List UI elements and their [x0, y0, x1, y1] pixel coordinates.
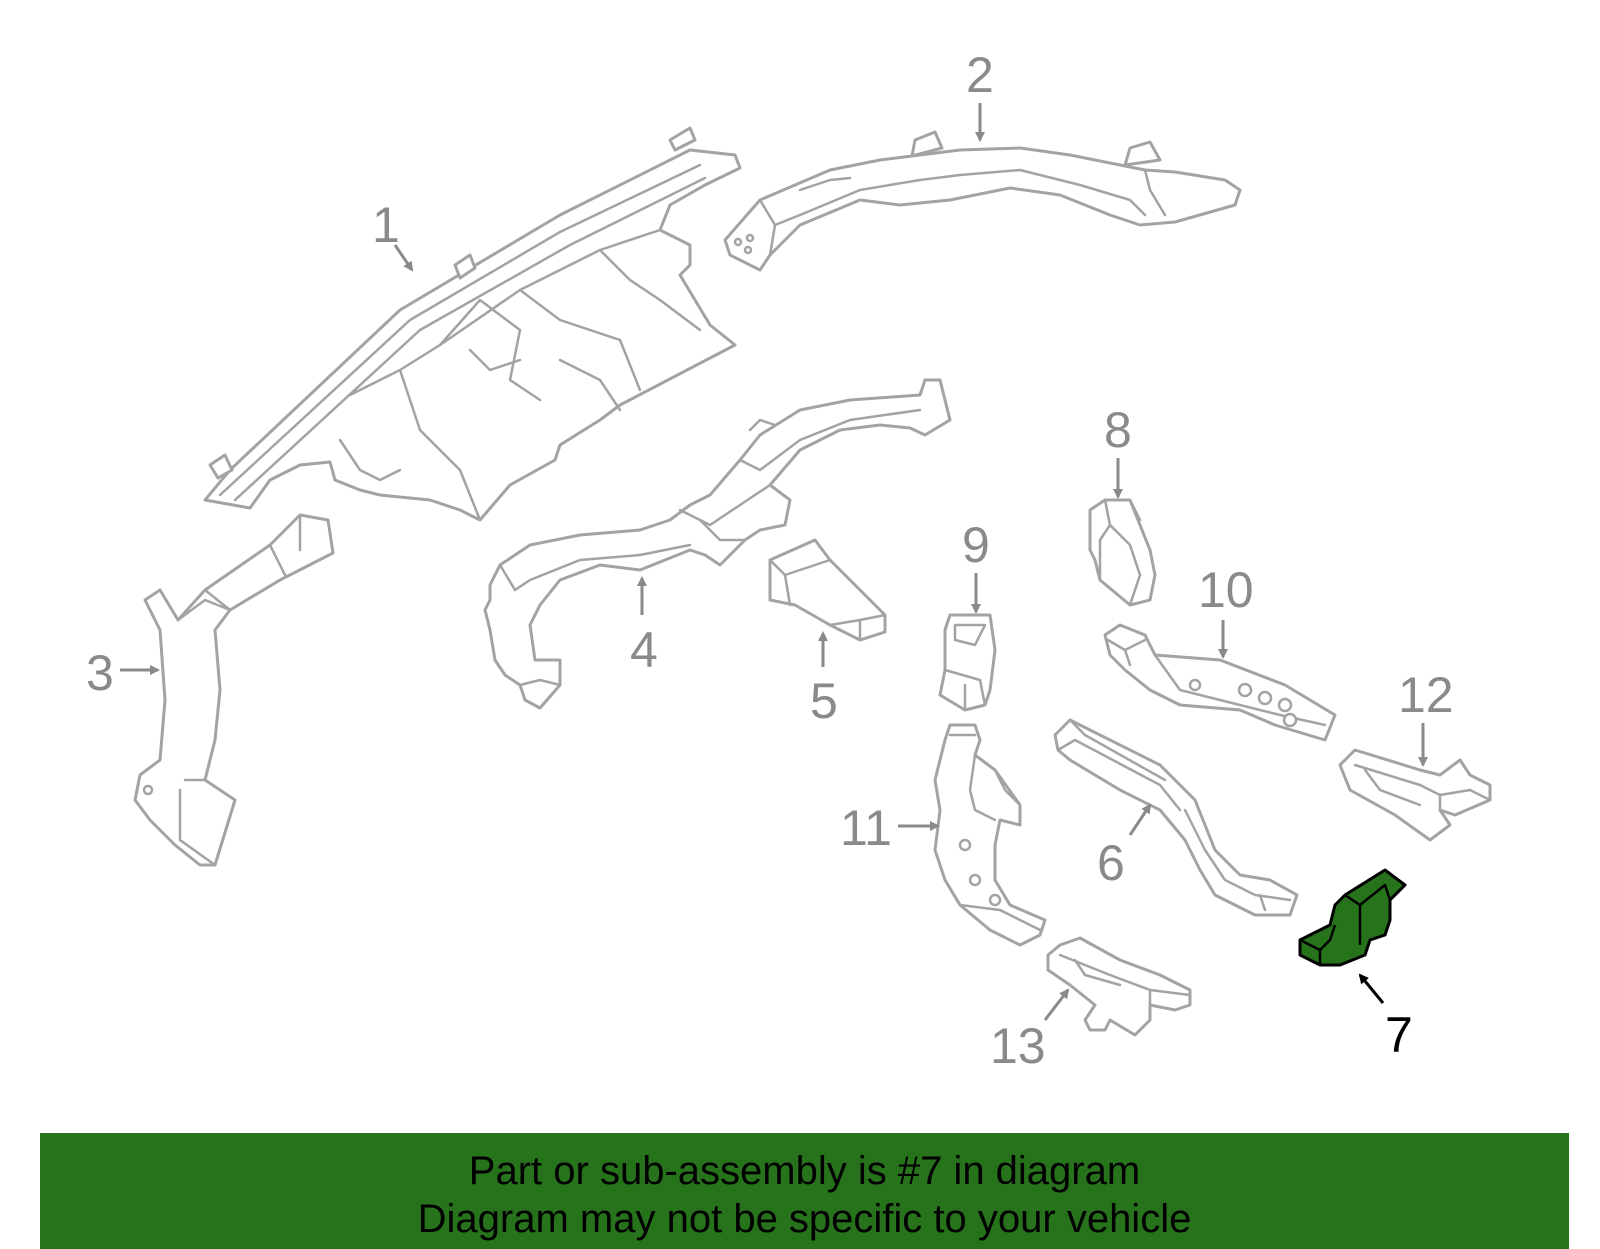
callout-8: 8	[1104, 402, 1132, 499]
callout-number: 6	[1097, 835, 1125, 891]
callout-1: 1	[372, 197, 414, 272]
part-6-floor-duct[interactable]	[1053, 718, 1299, 917]
part-13-floor-vent[interactable]	[1046, 936, 1192, 1037]
callout-10: 10	[1198, 562, 1254, 659]
callout-13: 13	[990, 988, 1070, 1074]
callout-9: 9	[962, 517, 990, 614]
part-8-vent-duct[interactable]	[1088, 498, 1157, 607]
callout-11: 11	[840, 800, 940, 856]
callout-3: 3	[86, 645, 160, 701]
part-2-defroster-duct[interactable]	[723, 130, 1242, 272]
part-11-rear-duct[interactable]	[933, 723, 1047, 947]
callout-arrow	[1128, 803, 1152, 836]
callout-arrow	[393, 244, 414, 272]
footer-line-1: Part or sub-assembly is #7 in diagram	[468, 1149, 1141, 1193]
callout-7: 7	[1358, 973, 1413, 1063]
part-4-center-duct[interactable]	[483, 378, 952, 710]
callout-number: 1	[372, 197, 400, 253]
part-10-rear-duct[interactable]	[1103, 623, 1337, 742]
callout-number: 2	[966, 47, 994, 103]
callout-5: 5	[810, 631, 838, 729]
callout-arrow	[1043, 988, 1070, 1021]
callout-number: 4	[630, 622, 658, 678]
callout-number: 12	[1398, 667, 1454, 723]
callout-number: 10	[1198, 562, 1254, 618]
part-1-main-duct[interactable]	[203, 126, 742, 522]
part-7-highlighted[interactable]	[1298, 868, 1407, 967]
part-3-left-duct[interactable]	[133, 513, 335, 867]
footer-banner: Part or sub-assembly is #7 in diagram Di…	[40, 1133, 1569, 1249]
part-9-vent-duct[interactable]	[938, 613, 997, 712]
callout-number: 11	[840, 800, 892, 856]
callout-number: 3	[86, 645, 114, 701]
part-5-small-duct[interactable]	[768, 538, 887, 642]
callout-number: 8	[1104, 402, 1132, 458]
callout-2: 2	[966, 47, 994, 142]
callout-arrow	[1358, 973, 1385, 1004]
callout-4: 4	[630, 576, 658, 678]
callout-number: 9	[962, 517, 990, 573]
part-12-floor-vent[interactable]	[1338, 748, 1492, 842]
callout-12: 12	[1398, 667, 1454, 767]
callout-6: 6	[1097, 803, 1152, 891]
footer-line-2: Diagram may not be specific to your vehi…	[417, 1197, 1192, 1241]
callout-number: 7	[1385, 1007, 1413, 1063]
callout-number: 13	[990, 1018, 1046, 1074]
callout-number: 5	[810, 673, 838, 729]
